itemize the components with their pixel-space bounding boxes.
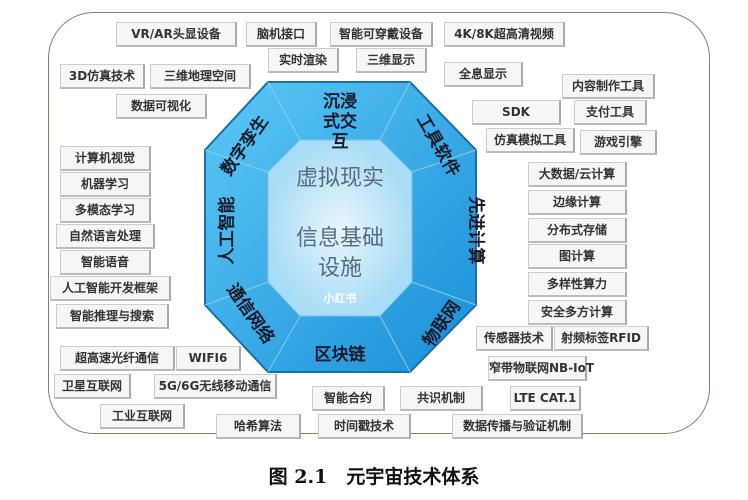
tech-box: 大数据/云计算 <box>528 162 627 187</box>
tech-box: 超高速光纤通信 <box>60 346 175 371</box>
tech-box: 窄带物联网NB-IoT <box>488 356 594 381</box>
tech-box: SDK <box>472 100 561 125</box>
tech-box: 自然语言处理 <box>56 224 155 249</box>
core-facility: 设施 <box>317 256 362 281</box>
tech-box: 共识机制 <box>400 386 483 411</box>
tech-box: 多模态学习 <box>60 198 151 223</box>
tech-box: 人工智能开发框架 <box>50 276 171 301</box>
tech-box: 边缘计算 <box>528 190 627 215</box>
tech-box: 工业互联网 <box>100 404 185 429</box>
segment-dividers <box>204 81 477 373</box>
core-vr: 虚拟现实 <box>295 166 384 191</box>
tech-box: 多样性算力 <box>528 272 627 297</box>
tech-box: VR/AR头显设备 <box>116 22 237 47</box>
tech-box: 5G/6G无线移动通信 <box>154 374 277 399</box>
inner-octagon <box>267 139 413 317</box>
tech-box: 计算机视觉 <box>60 146 151 171</box>
tech-box: 数据传播与验证机制 <box>452 414 583 439</box>
tech-box: 实时渲染 <box>268 48 339 73</box>
tech-box: 智能可穿戴设备 <box>330 22 433 47</box>
tech-box: 哈希算法 <box>216 414 301 439</box>
tech-box: 仿真模拟工具 <box>486 128 575 153</box>
tech-box: 数据可视化 <box>116 94 207 119</box>
segment-immersive: 沉浸式交互 <box>323 92 357 152</box>
tech-box: 安全多方计算 <box>528 300 627 325</box>
segment-computing: 先进计算 <box>465 196 486 265</box>
tech-box: 三维地理空间 <box>150 64 251 89</box>
tech-box: 智能合约 <box>312 386 385 411</box>
tech-box: 分布式存储 <box>528 218 627 243</box>
tech-box: 游戏引擎 <box>580 130 657 155</box>
tech-box: 智能语音 <box>60 250 151 275</box>
tech-box: 时间戳技术 <box>318 414 411 439</box>
tech-box: 脑机接口 <box>246 22 317 47</box>
tech-box: 机器学习 <box>60 172 151 197</box>
tech-box: WIFI6 <box>176 346 241 371</box>
segment-blockchain: 区块链 <box>314 345 366 365</box>
watermark: 小红书 <box>323 292 357 305</box>
segment-ai: 人工智能 <box>217 196 238 265</box>
figure-caption: 图 2.1 元宇宙技术体系 <box>268 466 480 488</box>
tech-box: 智能推理与搜索 <box>56 304 169 329</box>
tech-box: 全息显示 <box>444 62 523 87</box>
tech-box: 4K/8K超高清视频 <box>444 22 565 47</box>
tech-box: 传感器技术 <box>476 326 553 351</box>
tech-box: 三维显示 <box>356 48 427 73</box>
tech-box: 射频标签RFID <box>554 326 649 351</box>
tech-box: 支付工具 <box>574 100 647 125</box>
tech-box: 3D仿真技术 <box>60 64 145 89</box>
tech-box: 内容制作工具 <box>562 74 655 99</box>
tech-box: 卫星互联网 <box>54 374 131 399</box>
tech-box: 图计算 <box>528 244 627 269</box>
tech-box: LTE CAT.1 <box>510 386 581 411</box>
core-infra: 信息基础 <box>295 226 384 251</box>
